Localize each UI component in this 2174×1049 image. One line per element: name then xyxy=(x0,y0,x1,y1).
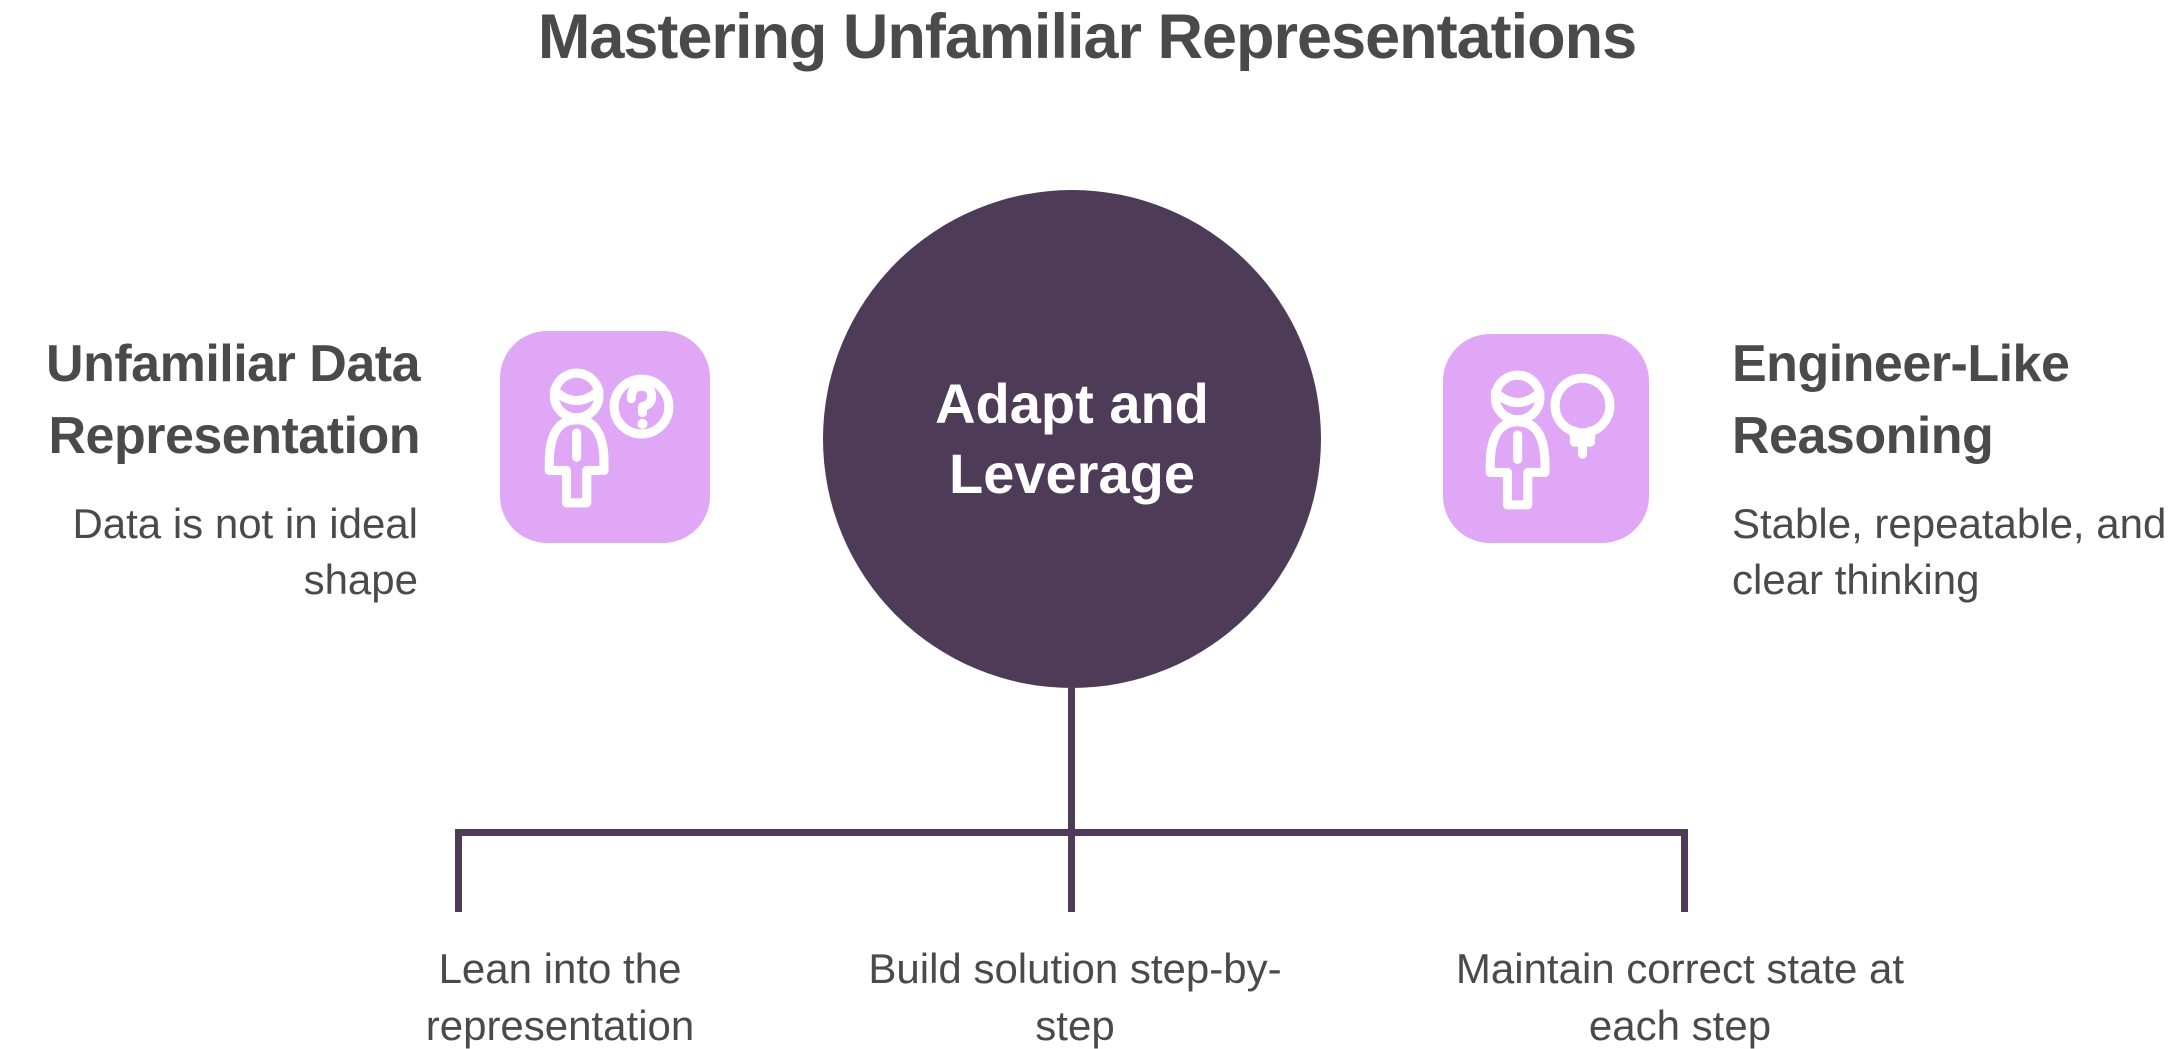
person-lightbulb-icon xyxy=(1470,363,1622,515)
person-question-icon xyxy=(529,361,681,513)
page-title: Mastering Unfamiliar Representations xyxy=(537,2,1637,72)
branch-label-lean-into-representation: Lean into the representation xyxy=(425,945,695,1049)
branch-label-maintain-correct-state: Maintain correct state at each step xyxy=(1455,945,1905,1049)
left-heading: Unfamiliar Data Representation xyxy=(46,335,420,465)
left-icon-box xyxy=(500,331,710,543)
right-icon-box xyxy=(1443,334,1649,543)
connector-stem-line xyxy=(1068,688,1075,912)
connector-right-drop-line xyxy=(1681,829,1688,912)
right-heading: Engineer-Like Reasoning xyxy=(1732,335,2070,465)
right-description: Stable, repeatable, and clear thinking xyxy=(1732,500,2167,603)
branch-label-build-step-by-step: Build solution step-by-step xyxy=(868,945,1282,1049)
connector-horizontal-line xyxy=(455,829,1688,836)
central-node-label: Adapt and Leverage xyxy=(935,372,1209,505)
central-node: Adapt and Leverage xyxy=(823,190,1321,688)
left-description: Data is not in ideal shape xyxy=(72,500,418,603)
connector-left-drop-line xyxy=(455,829,462,912)
